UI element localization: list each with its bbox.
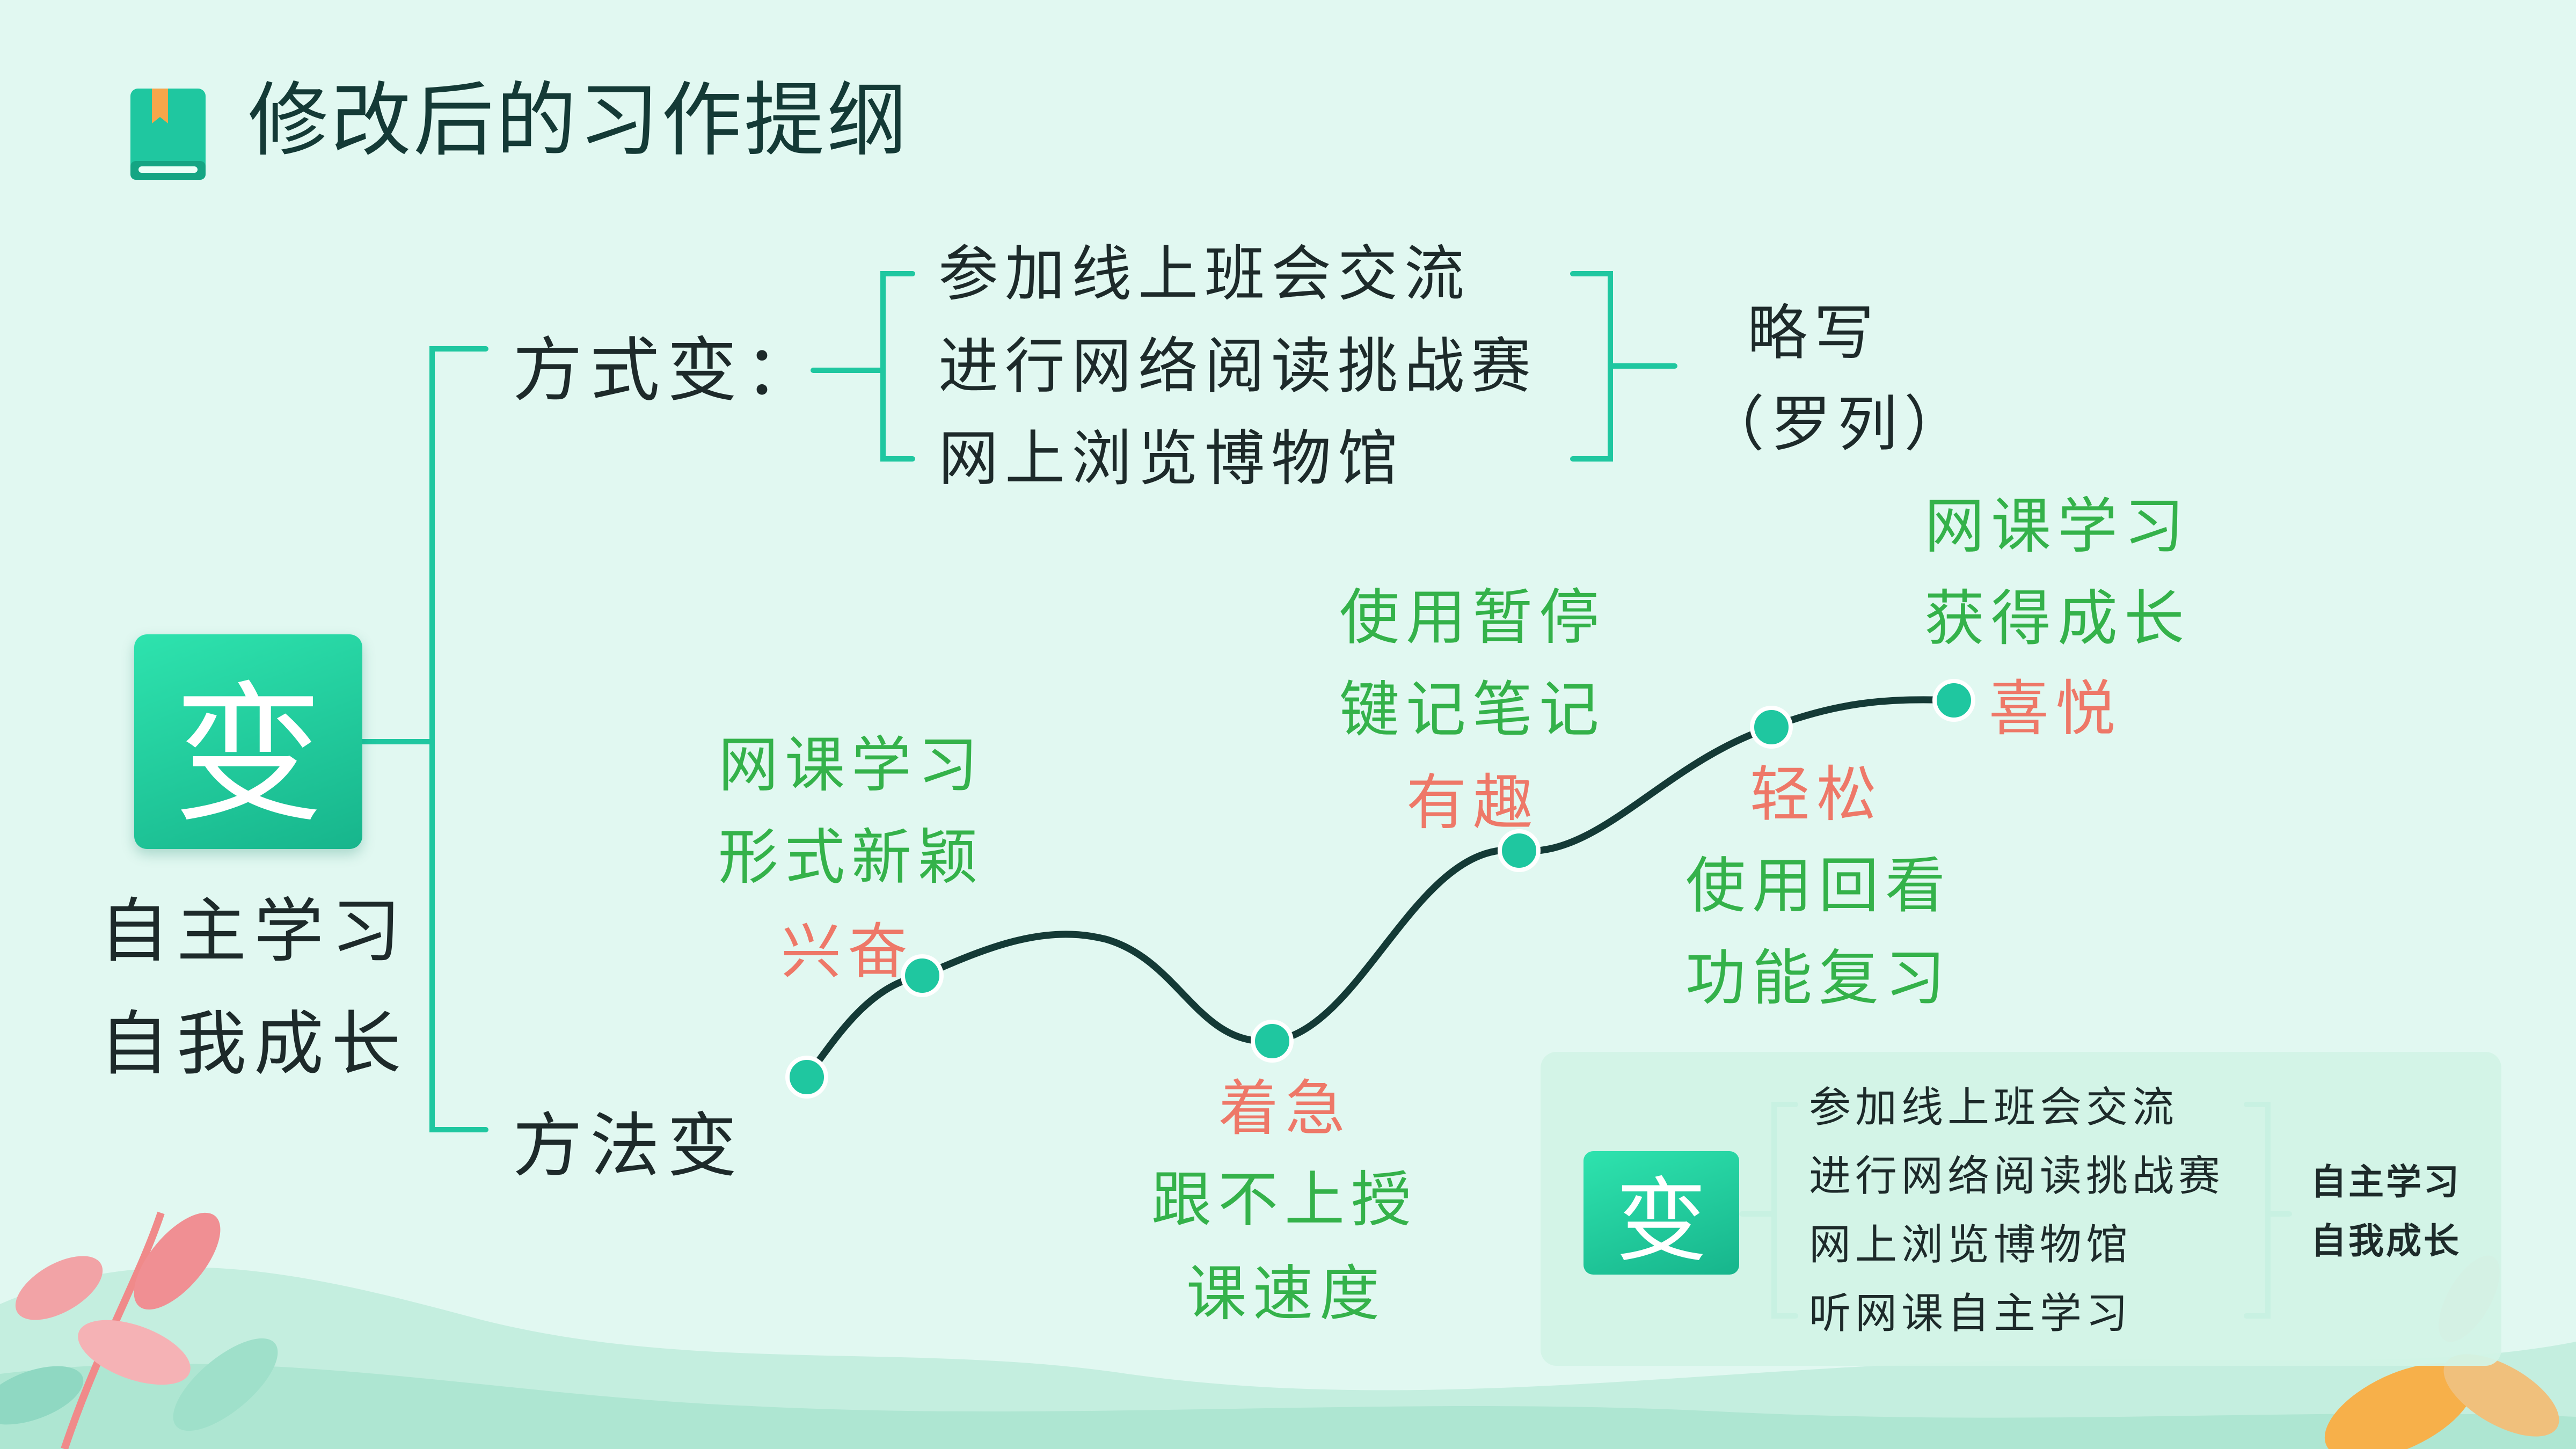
- stage-line: 使用暂停: [1339, 583, 1606, 653]
- stage-line: 网课学习: [1924, 492, 2191, 561]
- stage-line: 跟不上授: [1151, 1165, 1418, 1235]
- curve-point-fun: [1498, 829, 1541, 872]
- list-item: 进行网络阅读挑战赛: [938, 332, 1537, 401]
- branch-way-label: 方式变：: [513, 330, 822, 411]
- branch-way-result: 略写: [1747, 298, 1880, 368]
- book-icon: [128, 86, 208, 185]
- curve-point-relaxed: [1750, 706, 1793, 749]
- stage-line: 功能复习: [1685, 943, 1952, 1013]
- leaf-decoration-left: [0, 1211, 278, 1449]
- stage-line: 课速度: [1186, 1259, 1386, 1329]
- center-line: 自主学习: [99, 890, 409, 972]
- branch-way-items: 参加线上班会交流 进行网络阅读挑战赛 网上浏览博物馆: [938, 244, 1537, 489]
- list-item: 听网课自主学习: [1809, 1290, 2133, 1338]
- curve-point-anxious: [1251, 1020, 1294, 1063]
- emotion-label: 轻松: [1750, 760, 1883, 830]
- stage-line: 获得成长: [1924, 584, 2191, 654]
- curve-point-joy: [1932, 679, 1975, 722]
- stage-description: 使用回看 功能复习: [1685, 856, 1952, 1008]
- list-item: 网上浏览博物馆: [1809, 1221, 2133, 1269]
- center-caption: 自主学习 自我成长: [99, 896, 408, 1079]
- bian-tile: 变: [134, 634, 362, 849]
- emotion-label: 喜悦: [1989, 674, 2122, 744]
- curve-point-start: [785, 1056, 828, 1099]
- stage-line: 键记笔记: [1339, 675, 1606, 745]
- stage-description: 使用暂停 键记笔记: [1339, 588, 1606, 740]
- branch-way-result-note: （罗列）: [1704, 390, 1971, 459]
- stage-line: 网课学习: [718, 730, 984, 800]
- center-line: 自我成长: [99, 1003, 409, 1085]
- summary-bian-tile: 变: [1583, 1151, 1739, 1275]
- list-item: 进行网络阅读挑战赛: [1809, 1152, 2225, 1201]
- stage-line: 形式新颖: [718, 823, 984, 892]
- branch-method-label: 方法变: [513, 1105, 745, 1187]
- summary-result-line: 自我成长: [2311, 1220, 2461, 1262]
- emotion-label: 着急: [1218, 1074, 1352, 1144]
- emotion-label: 有趣: [1406, 768, 1539, 838]
- list-item: 参加线上班会交流: [1809, 1084, 2179, 1132]
- stage-line: 使用回看: [1685, 851, 1952, 921]
- page-title: 修改后的习作提纲: [248, 74, 910, 167]
- emotion-label: 兴奋: [781, 917, 914, 987]
- stage-description: 网课学习 形式新颖: [718, 735, 984, 888]
- stage-description: 网课学习 获得成长: [1924, 496, 2191, 649]
- list-item: 参加线上班会交流: [938, 239, 1471, 309]
- summary-items: 参加线上班会交流 进行网络阅读挑战赛 网上浏览博物馆 听网课自主学习: [1809, 1087, 2224, 1335]
- curve-point-excited: [901, 954, 944, 997]
- list-item: 网上浏览博物馆: [938, 424, 1404, 494]
- summary-result-line: 自主学习: [2311, 1161, 2461, 1203]
- summary-result: 自主学习 自我成长: [2311, 1165, 2461, 1259]
